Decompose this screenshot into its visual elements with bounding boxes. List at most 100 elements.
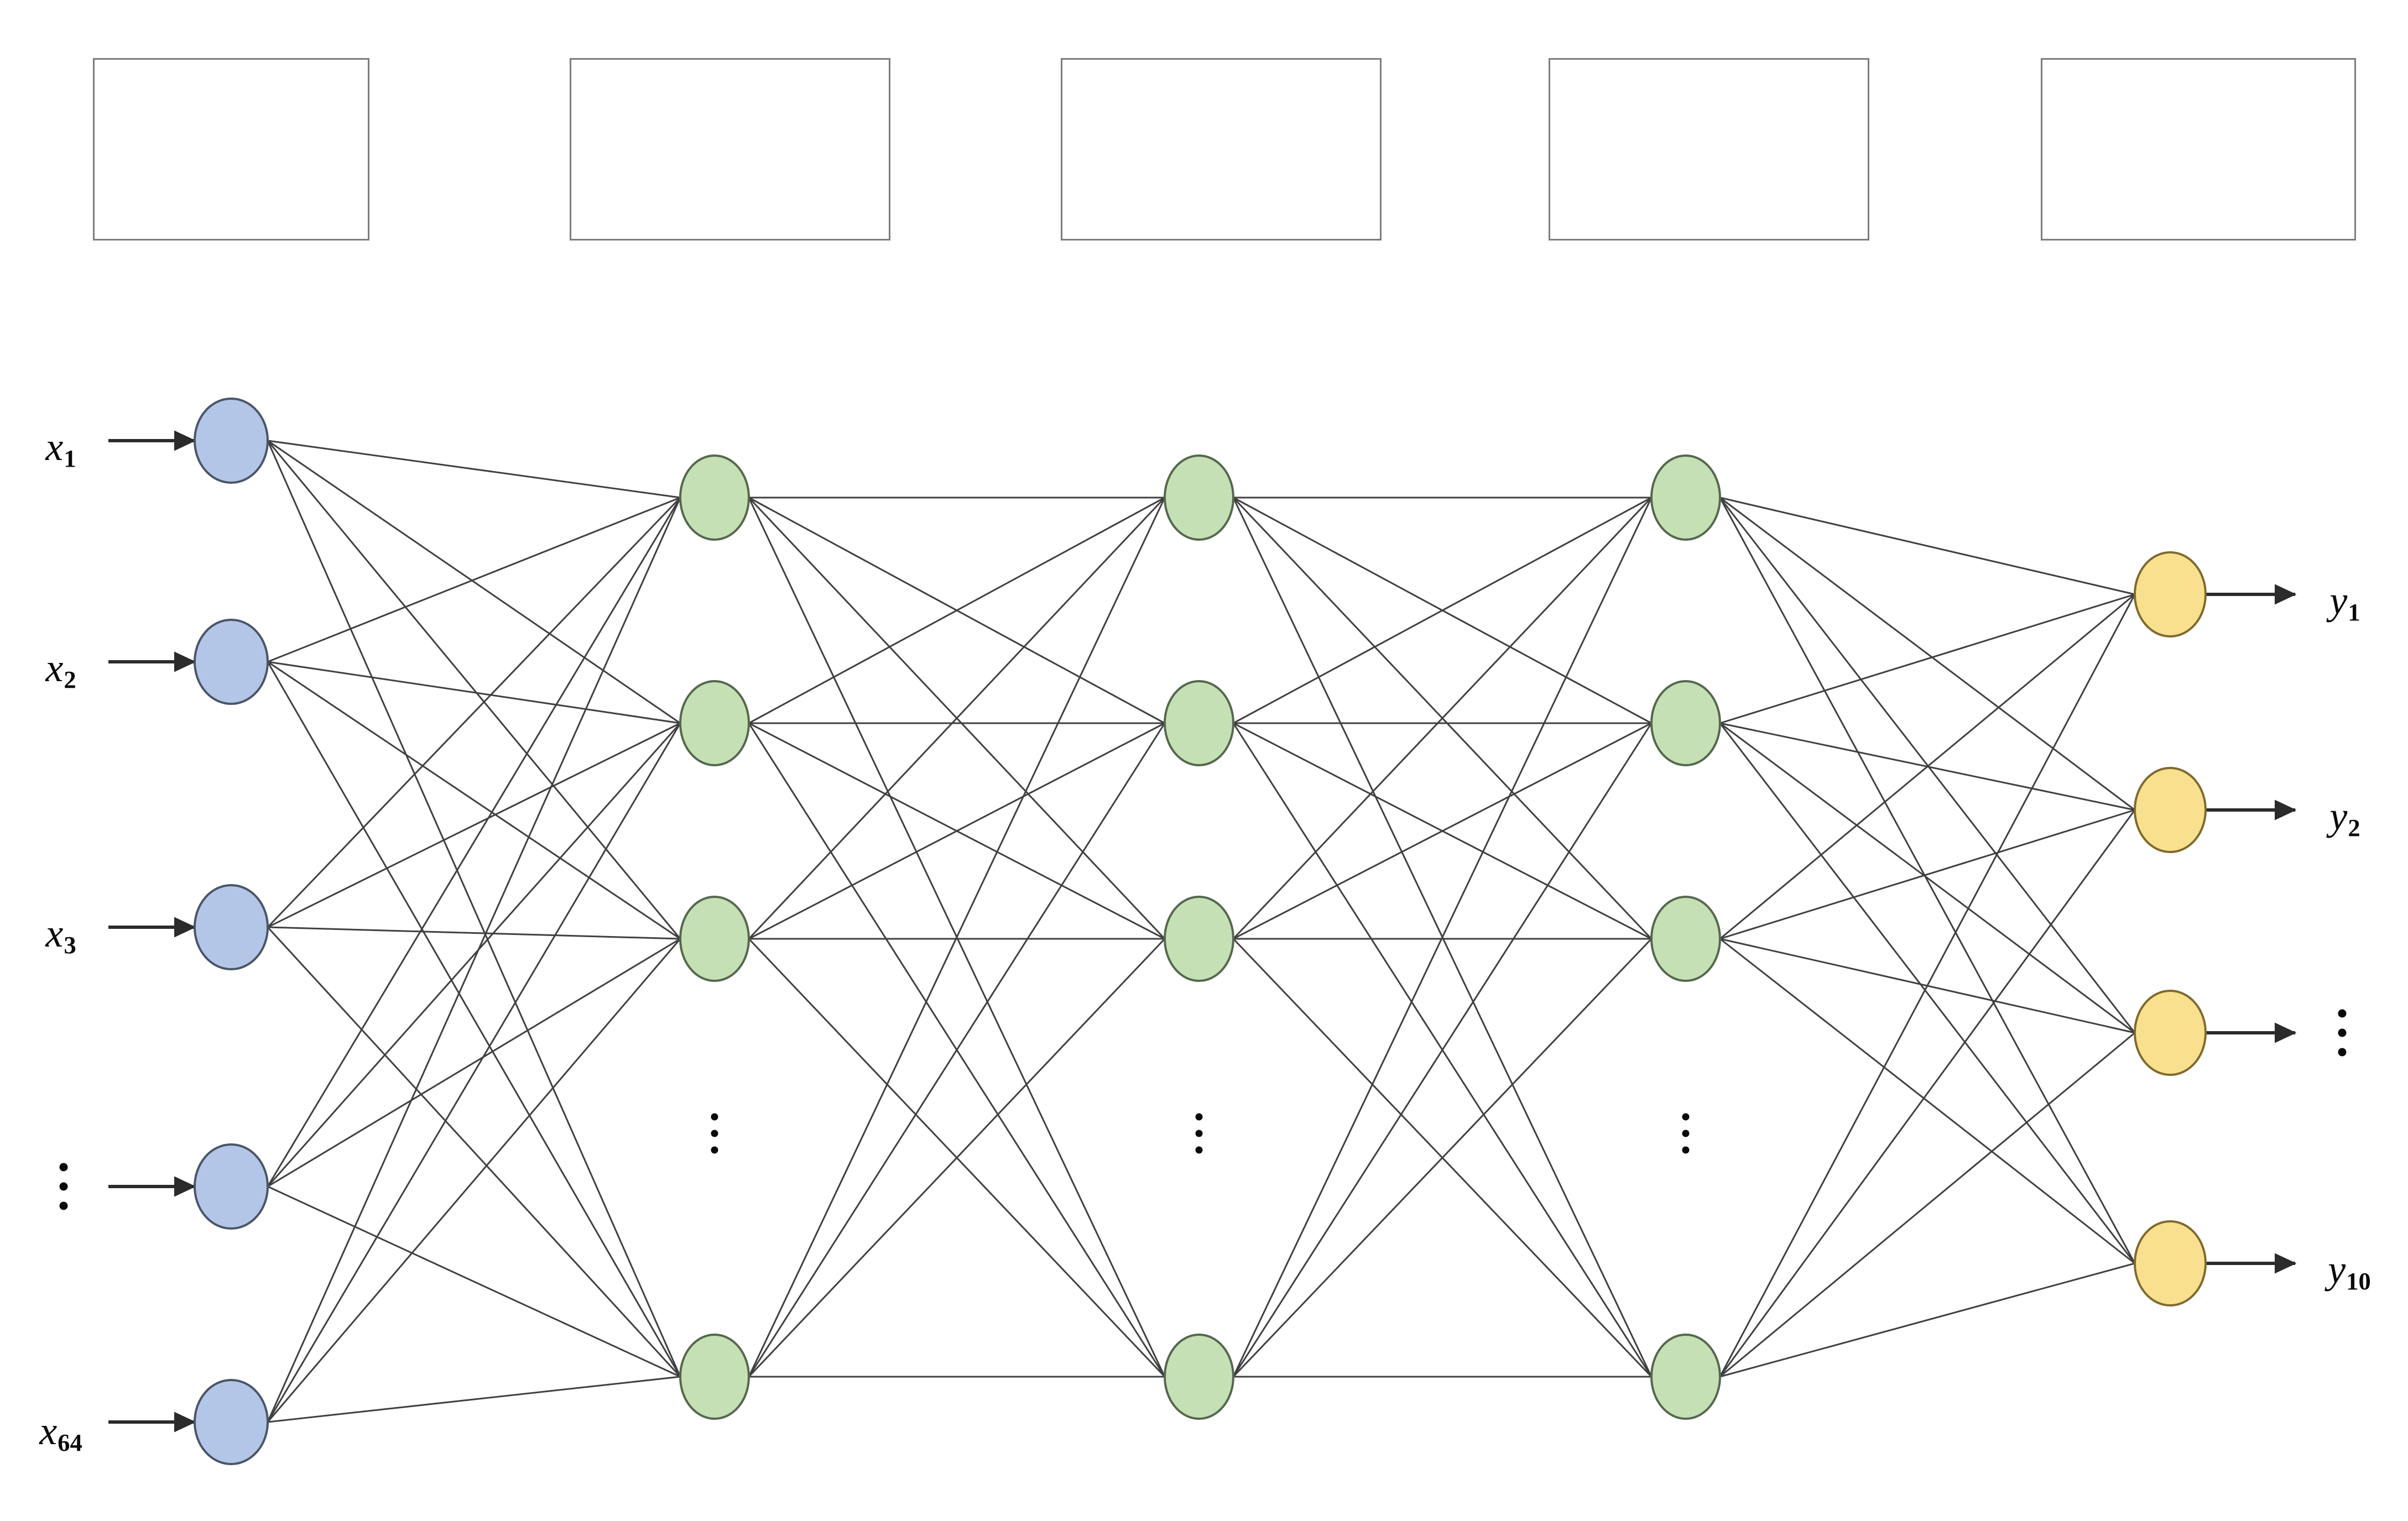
ellipsis-dot bbox=[711, 1146, 718, 1154]
edge-L1-L2 bbox=[267, 440, 681, 724]
edge-L4-L5 bbox=[1719, 722, 2135, 1034]
edge-L1-L2 bbox=[267, 440, 681, 939]
ellipsis-dot bbox=[2338, 1048, 2347, 1057]
edge-L1-L2 bbox=[267, 661, 681, 1377]
output-label-dots bbox=[2338, 1009, 2347, 1057]
edge-L1-L2 bbox=[267, 722, 681, 928]
edge-L4-L5 bbox=[1719, 809, 2135, 940]
edge-L4-L5 bbox=[1719, 809, 2136, 1377]
variable-symbol: y bbox=[2329, 793, 2348, 838]
edge-L4-L5 bbox=[1719, 938, 2135, 1264]
neuron-L1-4[interactable] bbox=[194, 1143, 269, 1230]
variable-subscript: 2 bbox=[2348, 814, 2360, 842]
variable-subscript: 2 bbox=[64, 666, 76, 694]
neuron-L4-1[interactable] bbox=[1650, 454, 1721, 541]
neuron-L5-2[interactable] bbox=[2134, 767, 2207, 853]
neuron-L1-1[interactable] bbox=[194, 398, 269, 484]
nodes-group bbox=[194, 398, 2207, 1465]
neuron-L4-4[interactable] bbox=[1650, 1334, 1721, 1420]
variable-symbol: y bbox=[2329, 578, 2348, 623]
layer-header-box-output-layer-l5 bbox=[2041, 58, 2356, 241]
edge-L1-L2 bbox=[267, 938, 681, 1188]
io-arrows-group bbox=[108, 430, 2297, 1433]
variable-subscript: 64 bbox=[58, 1429, 82, 1457]
edge-L1-L2 bbox=[267, 440, 681, 499]
edge-L2-L3 bbox=[748, 722, 1165, 940]
neuron-L2-1[interactable] bbox=[679, 454, 750, 541]
neuron-L2-3[interactable] bbox=[679, 896, 750, 982]
output-label-y1: y1 bbox=[2329, 581, 2360, 625]
neuron-L5-4[interactable] bbox=[2134, 1220, 2207, 1306]
neuron-L2-2[interactable] bbox=[679, 680, 750, 766]
layer-header-box-hidden-layer-l3 bbox=[1061, 58, 1382, 241]
edge-L4-L5 bbox=[1719, 1032, 2135, 1378]
ellipsis-dot bbox=[1195, 1146, 1203, 1154]
layer-header-box-input-layer-l1 bbox=[93, 58, 369, 241]
input-label-x64: x64 bbox=[39, 1411, 82, 1455]
edge-L4-L5 bbox=[1719, 593, 2135, 724]
edge-L1-L2 bbox=[267, 497, 681, 1423]
neuron-L3-3[interactable] bbox=[1164, 896, 1234, 982]
variable-symbol: x bbox=[45, 645, 64, 690]
edge-L3-L4 bbox=[1232, 938, 1653, 1378]
ellipsis-dot bbox=[1682, 1130, 1690, 1137]
neuron-L2-4[interactable] bbox=[679, 1334, 750, 1420]
edge-L3-L4 bbox=[1232, 723, 1653, 1377]
edge-L3-L4 bbox=[1233, 722, 1652, 940]
layer-header-box-hidden-layer-l4 bbox=[1549, 58, 1869, 241]
ellipsis-dot bbox=[1682, 1113, 1690, 1121]
edge-L1-L2 bbox=[267, 440, 681, 1377]
edge-L4-L5 bbox=[1719, 496, 2135, 595]
neuron-L5-3[interactable] bbox=[2134, 990, 2207, 1076]
edge-L1-L2 bbox=[267, 723, 681, 1423]
layer-ellipsis-L3 bbox=[1195, 1113, 1203, 1154]
edge-L2-L3 bbox=[748, 723, 1166, 1377]
edge-L4-L5 bbox=[1719, 594, 2136, 1377]
edge-L4-L5 bbox=[1719, 496, 2135, 811]
ellipsis-dot bbox=[711, 1113, 718, 1121]
variable-subscript: 1 bbox=[2348, 598, 2360, 626]
edge-L2-L3 bbox=[748, 496, 1165, 724]
neuron-L1-2[interactable] bbox=[194, 619, 269, 705]
ellipsis-dot bbox=[2338, 1009, 2347, 1018]
edge-L4-L5 bbox=[1719, 497, 2136, 1264]
variable-subscript: 1 bbox=[64, 445, 76, 473]
edge-L2-L3 bbox=[748, 496, 1166, 940]
neuron-L4-3[interactable] bbox=[1650, 896, 1721, 982]
edge-L2-L3 bbox=[748, 497, 1166, 1377]
neuron-L1-3[interactable] bbox=[194, 884, 269, 970]
edge-L4-L5 bbox=[1719, 497, 2136, 1033]
input-label-dots bbox=[59, 1163, 68, 1210]
layer-header-box-hidden-layer-l2 bbox=[570, 58, 890, 241]
edge-L4-L5 bbox=[1719, 1262, 2135, 1378]
neuron-L5-1[interactable] bbox=[2134, 551, 2207, 637]
ellipsis-dot bbox=[1682, 1146, 1690, 1154]
variable-symbol: y bbox=[2328, 1247, 2346, 1292]
ellipsis-dot bbox=[59, 1163, 68, 1172]
input-label-x1: x1 bbox=[45, 427, 76, 471]
layer-ellipsis-L2 bbox=[711, 1113, 718, 1154]
ellipsis-dot bbox=[1195, 1130, 1203, 1137]
edge-L1-L2 bbox=[267, 1185, 681, 1378]
ellipsis-dot bbox=[2338, 1028, 2347, 1037]
edge-L2-L3 bbox=[748, 938, 1166, 1378]
neuron-L1-5[interactable] bbox=[194, 1379, 269, 1465]
edge-L1-L2 bbox=[267, 497, 681, 1187]
edge-L1-L2 bbox=[267, 496, 681, 663]
neuron-L3-1[interactable] bbox=[1164, 454, 1234, 541]
ellipsis-dot bbox=[59, 1201, 68, 1210]
ellipsis-dot bbox=[1195, 1113, 1203, 1121]
variable-symbol: x bbox=[45, 911, 64, 955]
neuron-L3-4[interactable] bbox=[1164, 1334, 1234, 1420]
input-label-x3: x3 bbox=[45, 913, 76, 958]
edge-L3-L4 bbox=[1232, 497, 1653, 1377]
neuron-L3-2[interactable] bbox=[1164, 680, 1234, 766]
neuron-L4-2[interactable] bbox=[1650, 680, 1721, 766]
variable-symbol: x bbox=[39, 1408, 58, 1453]
output-label-y2: y2 bbox=[2329, 796, 2360, 840]
edge-L1-L2 bbox=[267, 661, 681, 940]
edge-L4-L5 bbox=[1719, 593, 2135, 940]
edge-L1-L2 bbox=[267, 926, 681, 940]
edge-L4-L5 bbox=[1719, 723, 2136, 1264]
